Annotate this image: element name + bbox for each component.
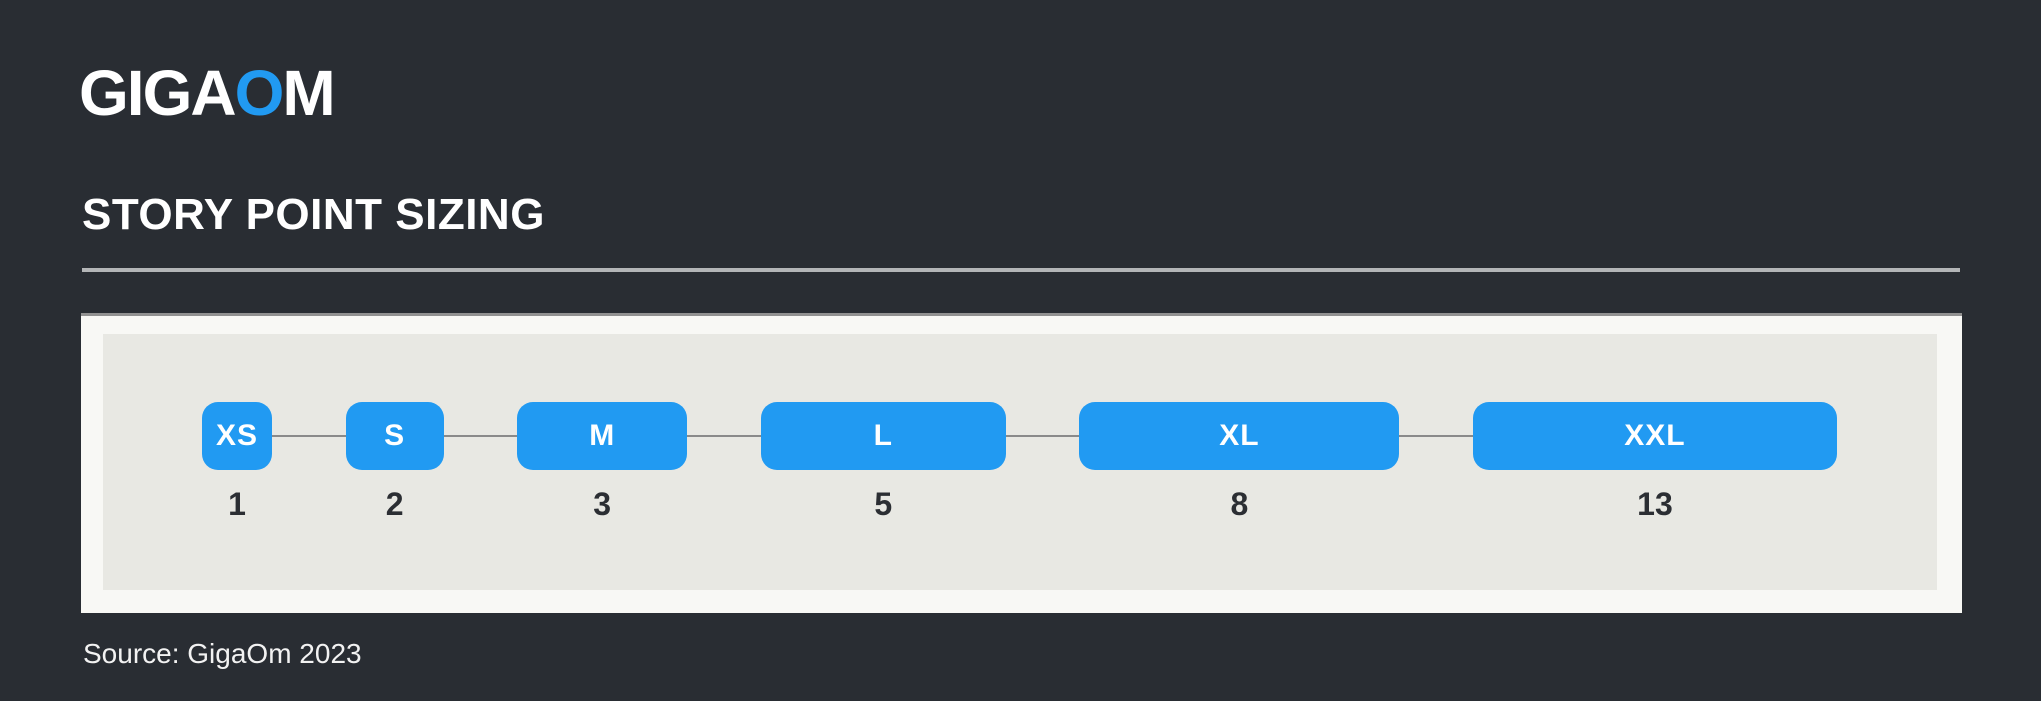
size-box-label: XS bbox=[215, 419, 259, 452]
logo-text-m: M bbox=[282, 57, 335, 129]
story-point-value: 1 bbox=[228, 486, 246, 522]
size-box-label: XL bbox=[1219, 419, 1260, 452]
size-item-xxl: XXL 13 bbox=[1472, 402, 1837, 522]
size-box-label: S bbox=[384, 419, 406, 452]
size-box-label: XXL bbox=[1624, 419, 1686, 452]
page-title: STORY POINT SIZING bbox=[82, 190, 545, 239]
size-box-m: M bbox=[517, 402, 688, 470]
gigaom-logo: GIGAOM bbox=[79, 61, 336, 125]
size-box-l: L bbox=[760, 402, 1006, 470]
size-box-xl: XL bbox=[1079, 402, 1400, 470]
size-box-s: S bbox=[345, 402, 444, 470]
story-point-value: 2 bbox=[385, 486, 404, 522]
source-caption: Source: GigaOm 2023 bbox=[83, 638, 362, 669]
size-box-xs: XS bbox=[202, 402, 272, 470]
logo-text-giga: GIGA bbox=[79, 57, 237, 129]
story-point-value: 13 bbox=[1637, 486, 1673, 522]
story-point-value: 3 bbox=[593, 486, 612, 522]
story-point-value: 8 bbox=[1230, 486, 1249, 522]
size-box-xxl: XXL bbox=[1472, 402, 1837, 470]
size-item-xs: XS 1 bbox=[202, 402, 272, 522]
size-box-label: M bbox=[589, 419, 616, 452]
title-divider bbox=[82, 268, 1960, 272]
story-point-value: 5 bbox=[874, 486, 893, 522]
logo-accent-o: O bbox=[234, 57, 285, 129]
size-box-label: L bbox=[873, 419, 893, 452]
size-item-xl: XL 8 bbox=[1079, 402, 1400, 522]
